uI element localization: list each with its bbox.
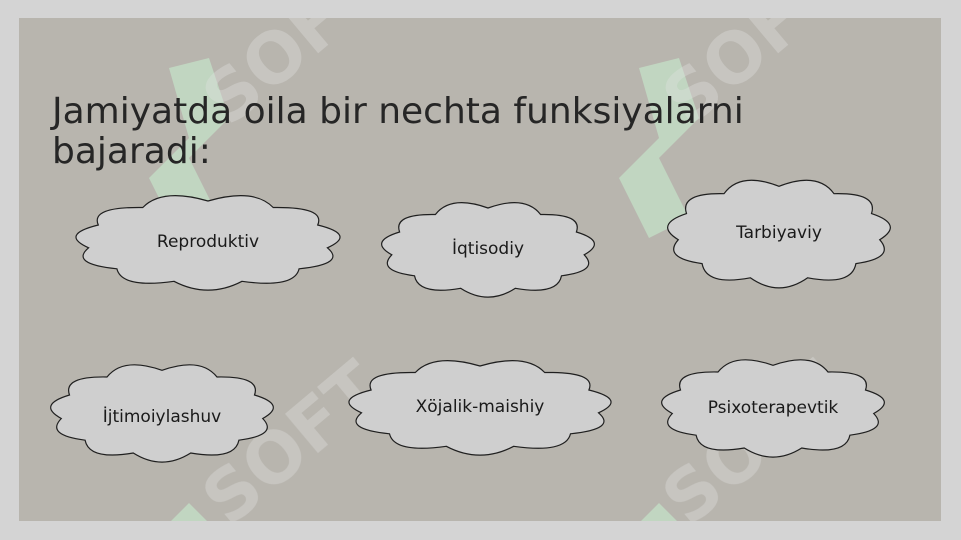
cloud-outline — [667, 179, 891, 289]
cloud-outline — [348, 360, 612, 456]
cloud-shape — [381, 202, 595, 298]
cloud-ijtimoiylashuv: İjtimoiylashuv — [43, 355, 281, 470]
cloud-psixoterapevtik: Psixoterapevtik — [654, 350, 892, 465]
cloud-shape — [661, 359, 885, 458]
cloud-shape — [75, 195, 341, 291]
cloud-label: Psixoterapevtik — [707, 397, 839, 418]
cloud-outline — [75, 195, 341, 291]
cloud-outline — [661, 359, 885, 458]
cloud-label: İqtisodiy — [451, 239, 525, 259]
cloud-label: Xöjalik-maishiy — [415, 397, 545, 417]
slide: SOFT SOFT SOFT SOFT Jamiyatda oila bir n… — [19, 18, 941, 521]
cloud-label: Tarbiyaviy — [736, 223, 822, 243]
cloud-shape — [667, 179, 891, 289]
cloud-iqtisodiy: İqtisodiy — [374, 193, 602, 305]
cloud-reproduktiv: Reproduktiv — [68, 186, 348, 298]
cloud-label: Reproduktiv — [156, 232, 260, 252]
slide-title: Jamiyatda oila bir nechta funksiyalarni … — [52, 91, 744, 172]
cloud-xojalik-maishiy: Xöjalik-maishiy — [341, 351, 619, 463]
cloud-shape — [348, 360, 612, 456]
cloud-tarbiyaviy: Tarbiyaviy — [660, 170, 898, 296]
cloud-shape — [50, 364, 274, 463]
cloud-label: İjtimoiylashuv — [102, 406, 222, 427]
cloud-outline — [381, 202, 595, 298]
cloud-outline — [50, 364, 274, 463]
